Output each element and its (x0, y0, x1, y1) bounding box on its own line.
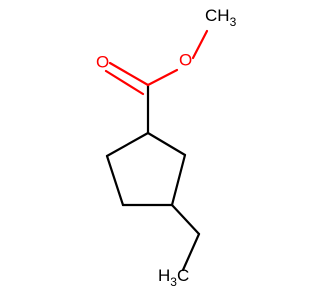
bond-c4-c5 (170, 153, 187, 207)
ester-oxygen-label: O (179, 50, 192, 69)
ring-bonds (105, 131, 187, 207)
atom-labels: CH3 O O H3C (96, 6, 237, 289)
bond-ester-o-to-methyl (191, 29, 209, 60)
bond-c1-c2 (105, 131, 150, 158)
methyl-top-main: CH (205, 6, 230, 25)
bond-c5-c1 (146, 131, 187, 157)
methyl-bottom-tail: C (177, 266, 189, 285)
methyl-bottom-label: H3C (158, 266, 189, 289)
carbonyl-oxygen-label: O (96, 52, 109, 71)
bond-ring-to-ethyl (170, 203, 201, 236)
methyl-bottom-main: H (158, 266, 170, 285)
bond-carbonyl-double-a (108, 61, 150, 87)
bond-carbonyl-carbon-to-ester-o (146, 68, 179, 87)
methyl-top-subscript: 3 (230, 15, 237, 29)
bond-ethyl-to-methyl (181, 232, 201, 272)
substituent-bonds (104, 29, 209, 272)
bond-c2-c3 (105, 154, 125, 207)
bond-carbonyl-double-b (104, 69, 145, 96)
methyl-bottom-subscript: 3 (170, 275, 177, 289)
molecule-structure: CH3 O O H3C (96, 6, 237, 289)
methyl-top-label: CH3 (205, 6, 237, 29)
